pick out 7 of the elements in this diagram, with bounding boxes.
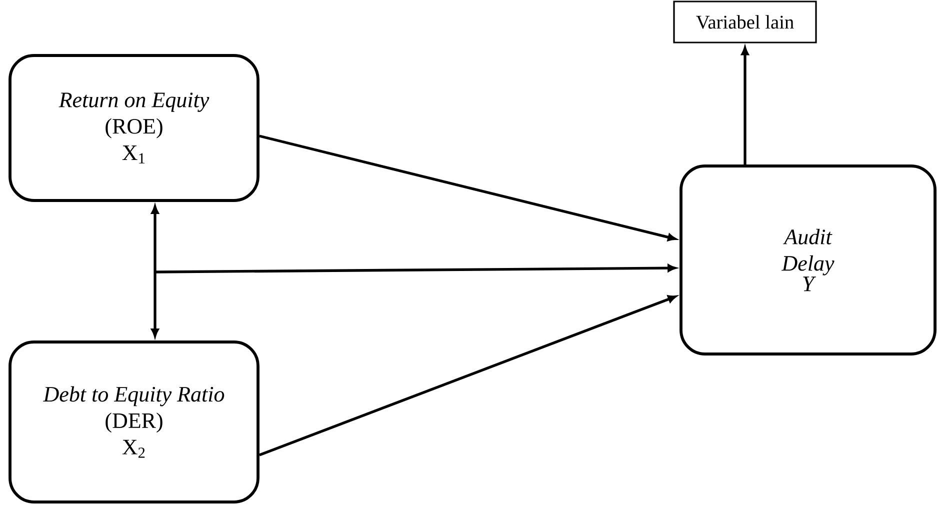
arrow	[259, 295, 676, 456]
variable-box: Debt to Equity Ratio (DER) X$_{2}$	[8, 340, 260, 504]
other-variable-box: Variabel lain	[673, 0, 817, 44]
arrow	[741, 46, 749, 165]
variable-box: Return on Equity (ROE) X$_{1}$	[8, 54, 260, 202]
variable-box: Audit Delay Y	[680, 164, 936, 356]
arrow	[259, 134, 676, 242]
